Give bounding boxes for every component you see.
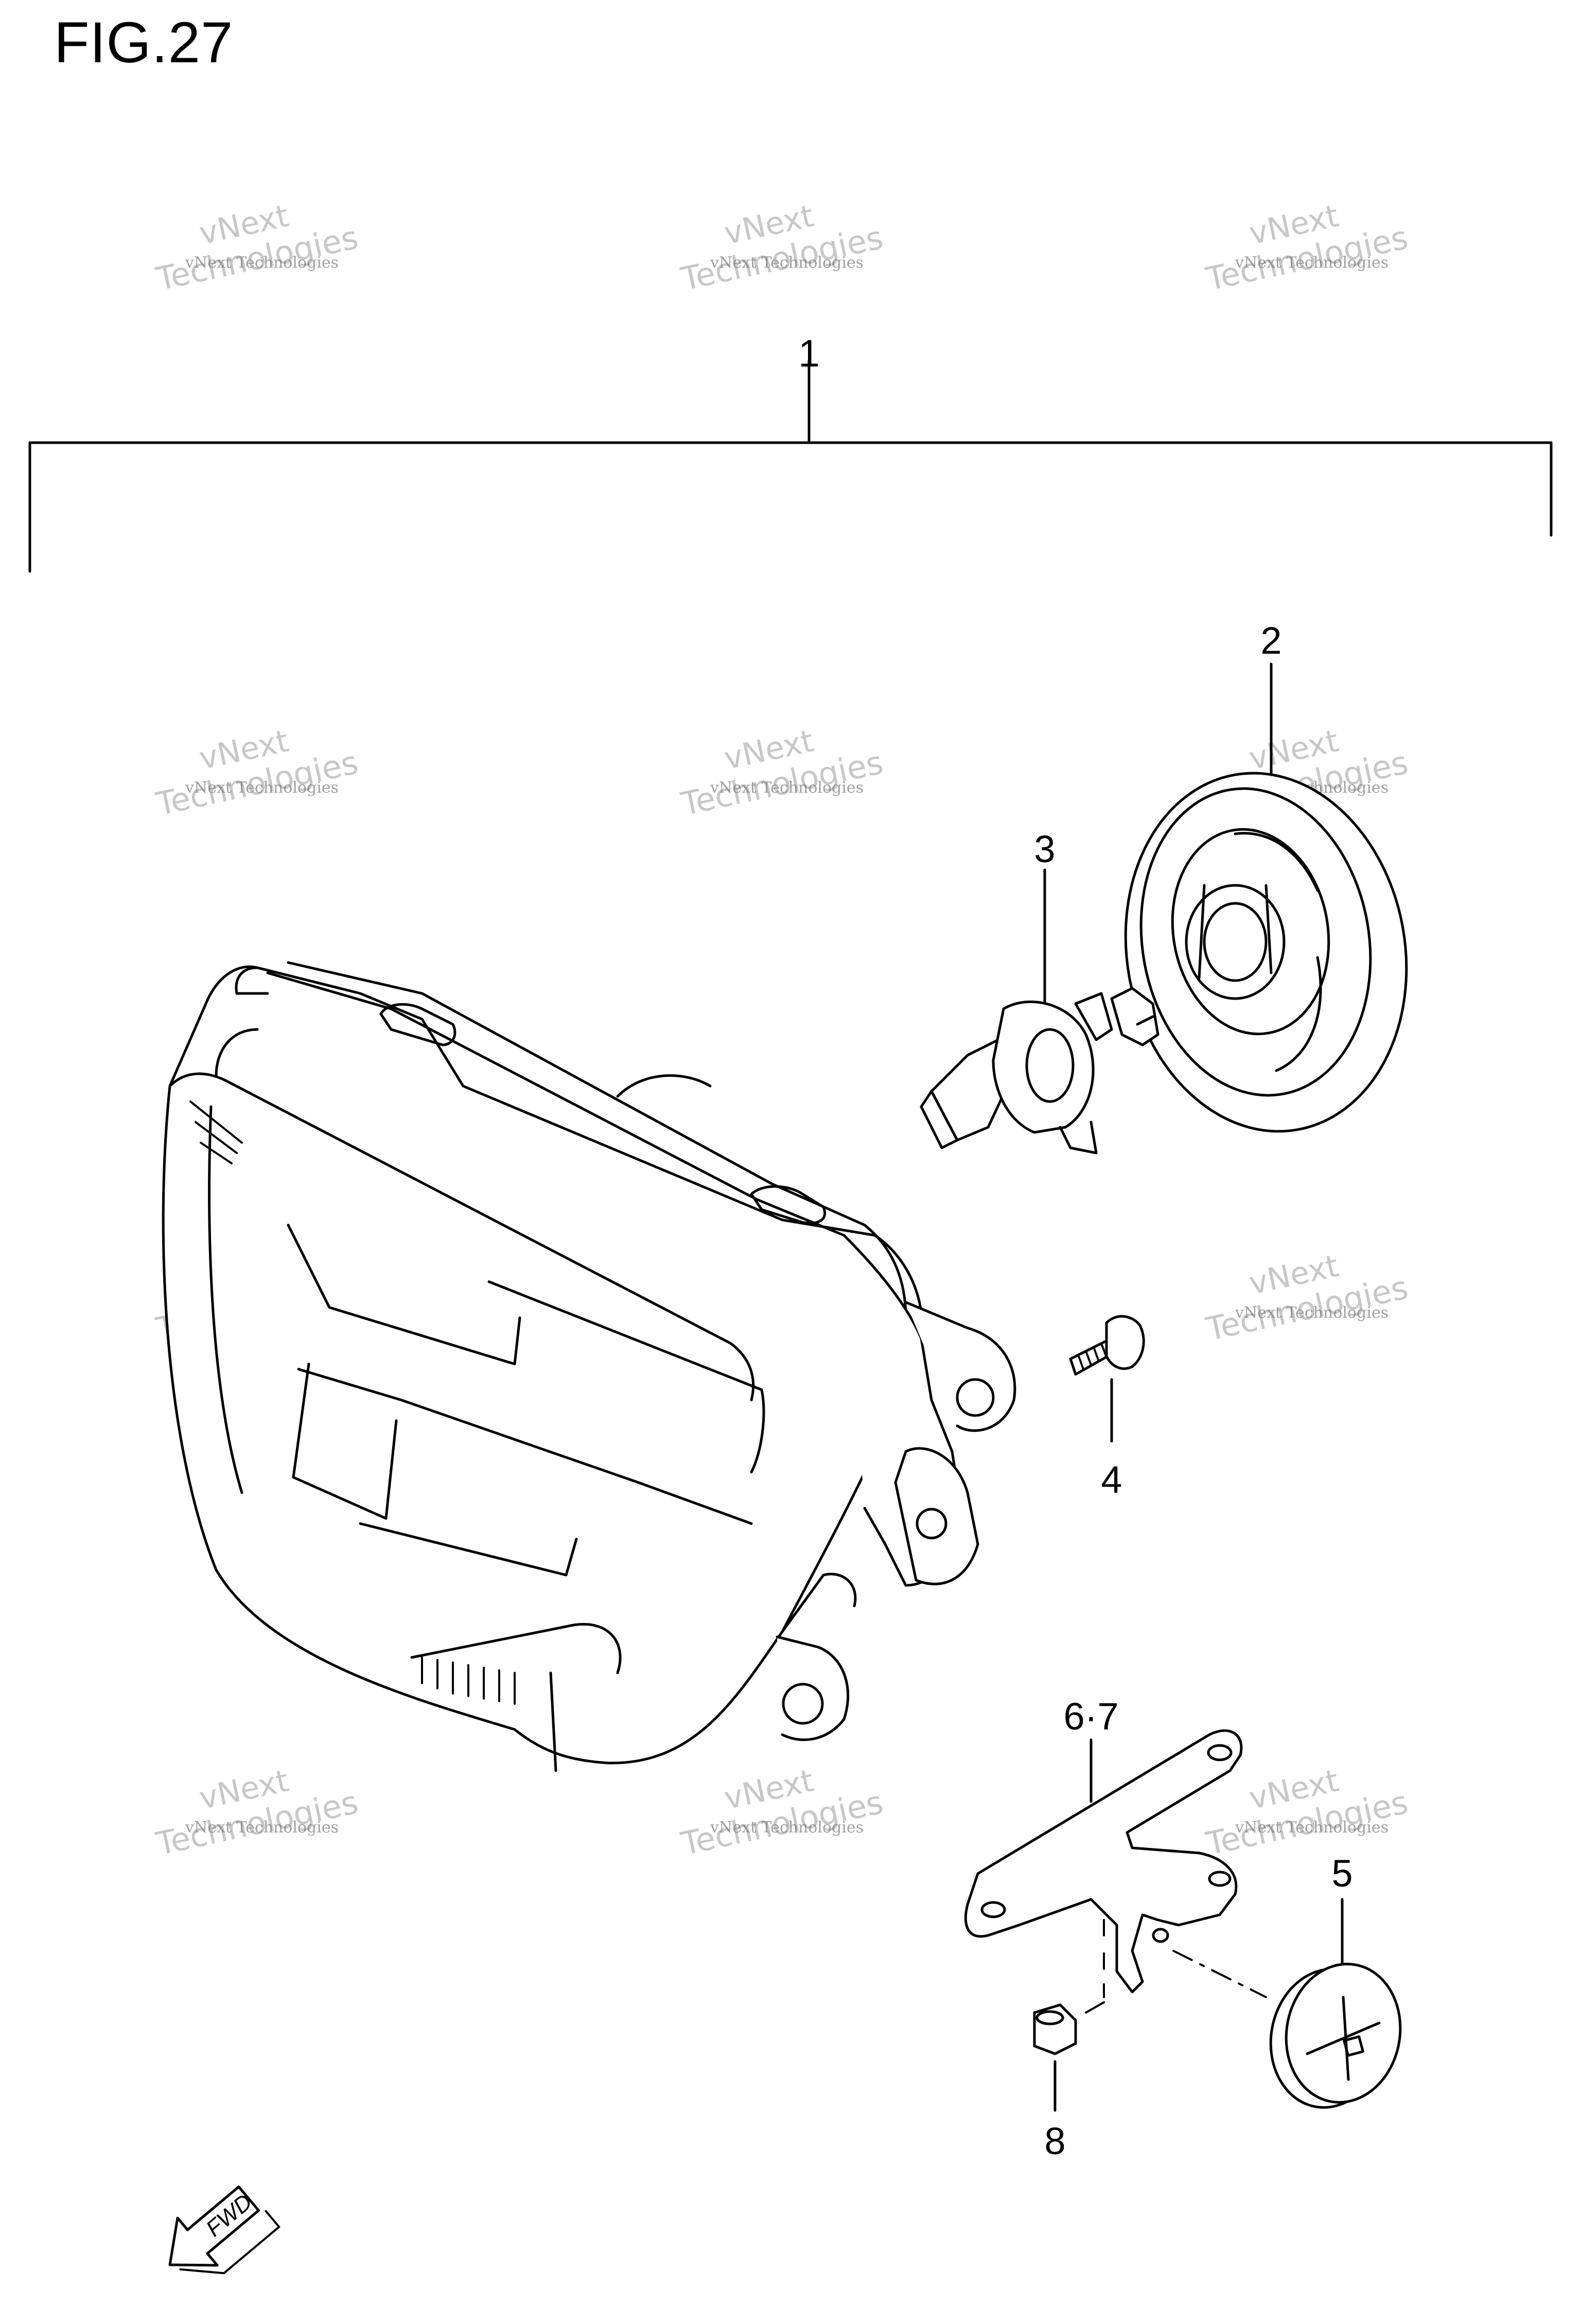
svg-text:vNext Technologies: vNext Technologies [185, 1819, 339, 1837]
watermark: vNext Technologies vNext Technologies [1202, 1248, 1411, 1348]
watermark: vNext Technologies vNext Technologies [152, 723, 361, 823]
callout-3: 3 [1034, 828, 1055, 870]
watermark: vNext Technologies vNext Technologies [677, 723, 886, 823]
watermark: vNext Technologies vNext Technologies [677, 198, 886, 298]
callout-2: 2 [1260, 619, 1281, 662]
svg-text:vNext Technologies: vNext Technologies [710, 254, 864, 272]
cap [1269, 1898, 1402, 2109]
callout-6-7: 6·7 [1064, 1695, 1119, 1738]
callout-8: 8 [1044, 2120, 1065, 2162]
svg-text:vNext Technologies: vNext Technologies [710, 1819, 864, 1837]
watermark: vNext Technologies vNext Technologies [1202, 198, 1411, 298]
svg-text:vNext Technologies: vNext Technologies [1235, 1819, 1389, 1837]
bulb-socket-cover [1124, 662, 1408, 1133]
callout-1-bracket [28, 359, 1553, 573]
headlight-housing [162, 961, 1016, 1772]
fwd-arrow-icon: FWD [168, 2185, 280, 2275]
watermark: vNext Technologies vNext Technologies [677, 1763, 886, 1863]
figure-title: FIG.27 [54, 10, 234, 75]
svg-text:vNext Technologies: vNext Technologies [710, 779, 864, 797]
screw [1069, 1315, 1145, 1443]
svg-text:vNext Technologies: vNext Technologies [1235, 1304, 1389, 1322]
watermark: vNext Technologies vNext Technologies [1202, 1763, 1411, 1863]
callout-4: 4 [1101, 1458, 1122, 1501]
svg-text:vNext Technologies: vNext Technologies [185, 779, 339, 797]
headlight-bracket [964, 1729, 1267, 2014]
svg-text:vNext Technologies: vNext Technologies [1235, 254, 1389, 272]
watermark: vNext Technologies vNext Technologies [152, 1763, 361, 1863]
callout-5: 5 [1331, 1852, 1352, 1895]
nut [1033, 2003, 1077, 2112]
watermark: vNext Technologies vNext Technologies [152, 198, 361, 298]
headlight-bulb [920, 868, 1160, 1155]
svg-text:vNext Technologies: vNext Technologies [185, 254, 339, 272]
callout-1: 1 [798, 332, 819, 375]
